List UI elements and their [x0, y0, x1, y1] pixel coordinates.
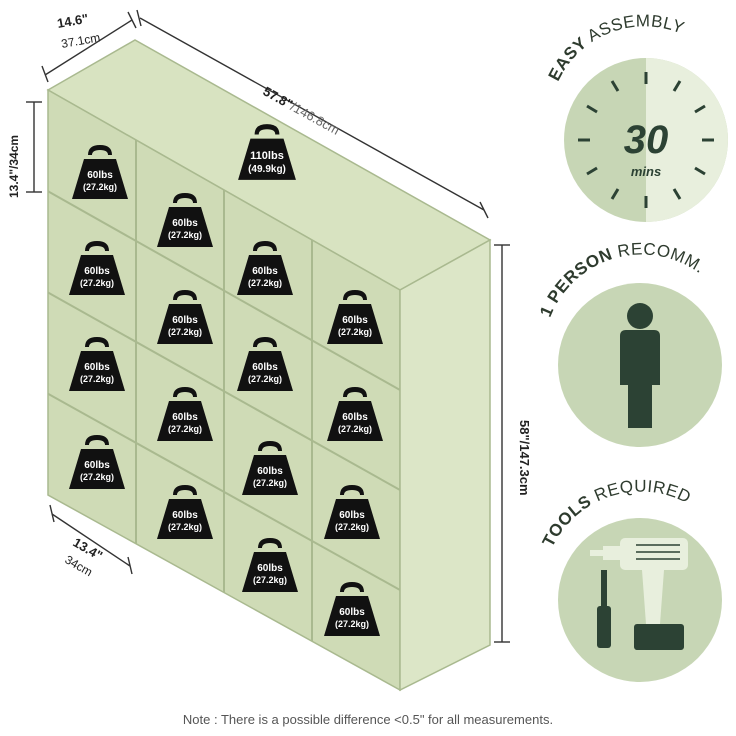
shelf-side	[399, 238, 491, 692]
weight-top-lbs: 110lbs	[250, 150, 284, 162]
weight-kg-label: (27.2kg)	[253, 575, 287, 585]
badge-one-person: 1 PERSON RECOMM.	[536, 239, 722, 447]
weight-kg-label: (27.2kg)	[80, 278, 114, 288]
weight-lbs-label: 60lbs	[252, 266, 278, 277]
weight-60lbs: 60lbs(27.2kg)	[324, 582, 380, 636]
assembly-unit: mins	[631, 164, 661, 179]
weight-lbs-label: 60lbs	[84, 266, 110, 277]
weight-kg-label: (27.2kg)	[168, 424, 202, 434]
weight-lbs-label: 60lbs	[172, 412, 198, 423]
weight-60lbs: 60lbs(27.2kg)	[237, 241, 293, 295]
drill-icon	[590, 538, 688, 650]
shelf-dividers	[47, 140, 401, 642]
weight-kg-label: (27.2kg)	[168, 522, 202, 532]
clock-ticks	[578, 72, 714, 208]
tools-title-rest: REQUIRED	[592, 477, 694, 507]
weight-60lbs: 60lbs(27.2kg)	[327, 387, 383, 441]
assembly-title-bold: EASY	[545, 33, 591, 84]
weight-kg-label: (27.2kg)	[248, 374, 282, 384]
weight-60lbs: 60lbs(27.2kg)	[157, 193, 213, 247]
cube-shelf	[46, 39, 492, 692]
measurement-note: Note : There is a possible difference <0…	[182, 712, 554, 727]
weight-lbs-label: 60lbs	[172, 315, 198, 326]
weight-lbs-label: 60lbs	[252, 362, 278, 373]
height-label: 58"/147.3cm	[517, 420, 532, 496]
weight-60lbs: 60lbs(27.2kg)	[324, 485, 380, 539]
horizontal-divider	[47, 291, 401, 491]
weight-lbs-label: 60lbs	[342, 412, 368, 423]
horizontal-divider	[47, 392, 401, 591]
weight-lbs-label: 60lbs	[84, 362, 110, 373]
weight-lbs-label: 60lbs	[339, 607, 365, 618]
weight-60lbs: 60lbs(27.2kg)	[327, 290, 383, 344]
weight-lbs-label: 60lbs	[339, 510, 365, 521]
weight-60lbs: 60lbs(27.2kg)	[242, 441, 298, 495]
depth-cm-label: 37.1cm	[60, 30, 101, 51]
depth-inch-label: 14.6"	[56, 11, 90, 31]
assembly-title-rest: ASSEMBLY	[584, 11, 687, 45]
weight-kg-label: (27.2kg)	[80, 374, 114, 384]
weight-60lbs: 60lbs(27.2kg)	[157, 290, 213, 344]
weight-kg-label: (27.2kg)	[80, 472, 114, 482]
weight-lbs-label: 60lbs	[257, 466, 283, 477]
weight-kg-label: (27.2kg)	[83, 182, 117, 192]
badge-tools-required: TOOLS REQUIRED	[539, 477, 722, 682]
weight-kg-label: (27.2kg)	[338, 424, 372, 434]
weight-kg-label: (27.2kg)	[168, 327, 202, 337]
weight-lbs-label: 60lbs	[87, 170, 113, 181]
dimension-lines	[26, 9, 510, 643]
weight-kg-label: (27.2kg)	[335, 619, 369, 629]
weight-kg-label: (27.2kg)	[168, 230, 202, 240]
weight-kg-label: (27.2kg)	[335, 522, 369, 532]
person-title-rest: RECOMM.	[616, 239, 709, 277]
weight-kg-label: (27.2kg)	[248, 278, 282, 288]
person-icon	[620, 303, 660, 428]
screwdriver-icon	[597, 570, 611, 648]
weight-kg-label: (27.2kg)	[253, 478, 287, 488]
weight-top: 110lbs (49.9kg)	[238, 124, 296, 180]
weight-lbs-label: 60lbs	[342, 315, 368, 326]
assembly-minutes: 30	[624, 118, 669, 162]
weight-60lbs: 60lbs(27.2kg)	[237, 337, 293, 391]
weight-lbs-label: 60lbs	[172, 510, 198, 521]
weight-lbs-label: 60lbs	[257, 563, 283, 574]
weight-60lbs: 60lbs(27.2kg)	[69, 241, 125, 295]
clock-icon	[646, 58, 728, 222]
weight-kg-label: (27.2kg)	[338, 327, 372, 337]
badge-easy-assembly: 30 mins EASY ASSEMBLY	[545, 11, 728, 222]
weight-markers: 110lbs (49.9kg) 60lbs(27.2kg)60lbs(27.2k…	[69, 124, 383, 636]
weight-60lbs: 60lbs(27.2kg)	[69, 337, 125, 391]
cube-height-label: 13.4"/34cm	[7, 135, 21, 198]
weight-60lbs: 60lbs(27.2kg)	[157, 485, 213, 539]
weight-lbs-label: 60lbs	[84, 460, 110, 471]
weight-lbs-label: 60lbs	[172, 218, 198, 229]
weight-60lbs: 60lbs(27.2kg)	[69, 435, 125, 489]
weight-60lbs: 60lbs(27.2kg)	[157, 387, 213, 441]
weight-60lbs: 60lbs(27.2kg)	[72, 145, 128, 199]
weight-top-kg: (49.9kg)	[248, 164, 286, 175]
weight-60lbs: 60lbs(27.2kg)	[242, 538, 298, 592]
